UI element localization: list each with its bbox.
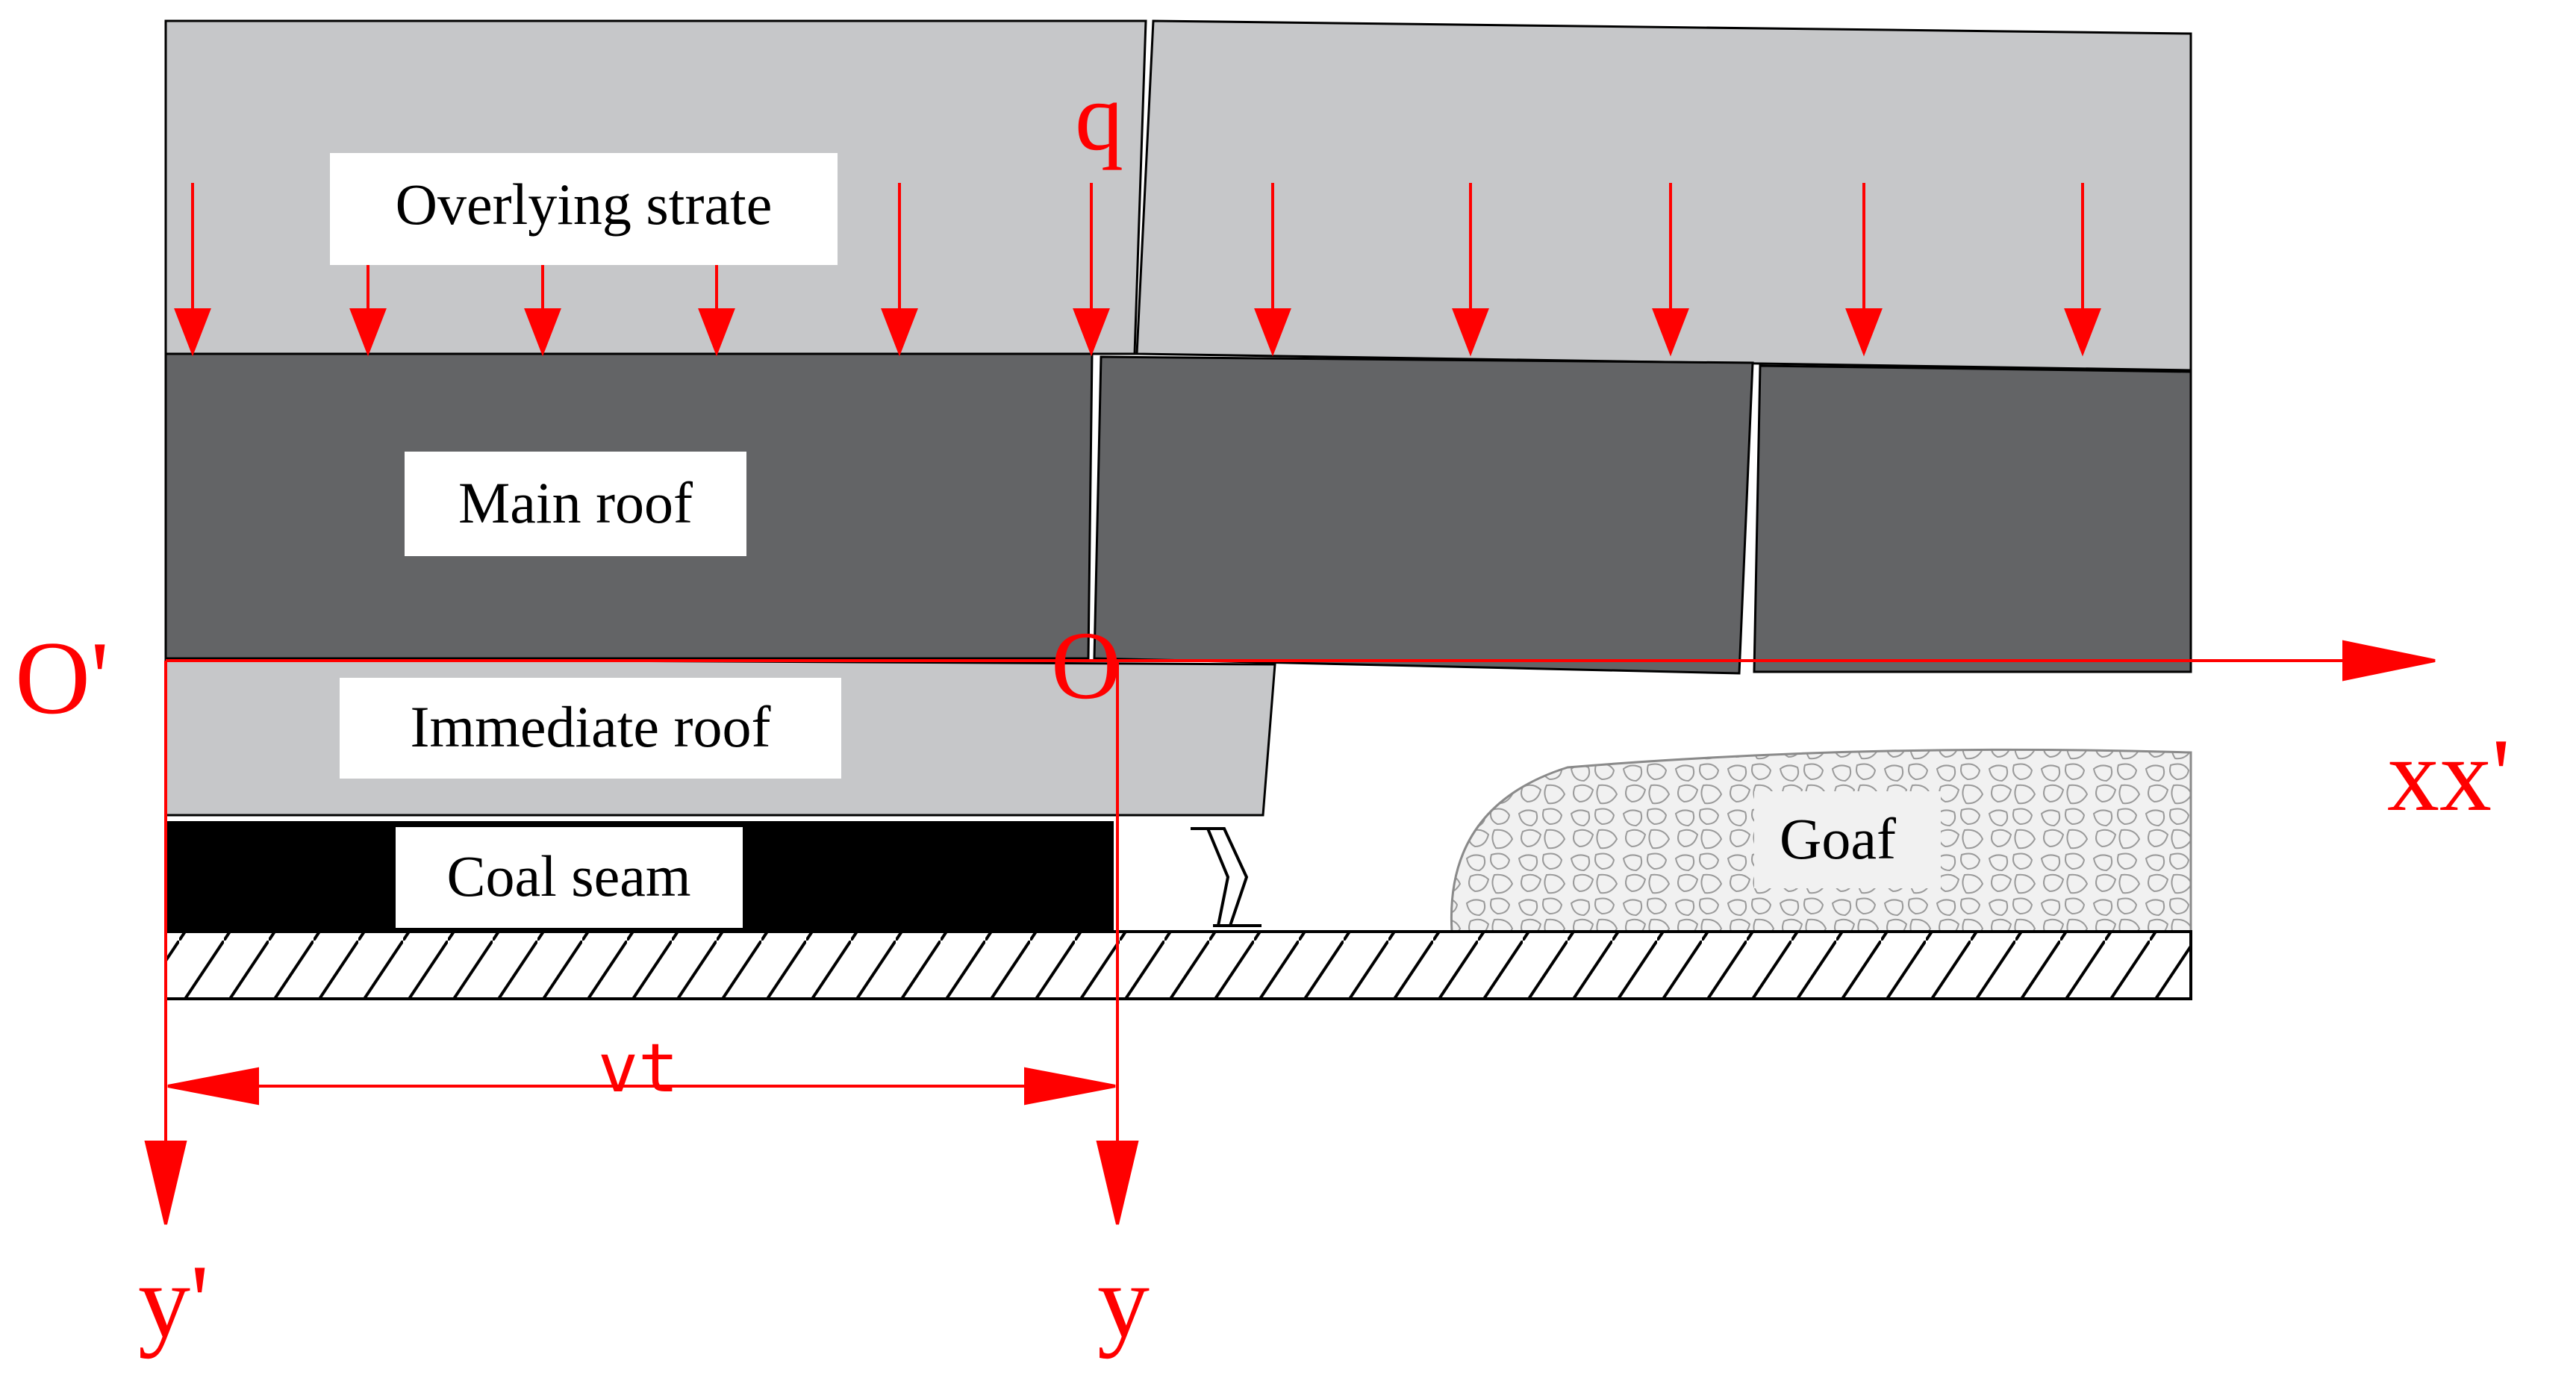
y-axis-arrowhead bbox=[1096, 1141, 1139, 1225]
vt-left-arrowhead bbox=[167, 1067, 259, 1106]
load-arrow bbox=[174, 183, 211, 357]
coordinate-axes bbox=[144, 640, 2436, 1225]
load-arrow bbox=[1452, 183, 1489, 357]
label-overlying-text: Overlying strate bbox=[396, 172, 773, 237]
y-prime-axis-label: y' bbox=[138, 1244, 209, 1359]
x-axis-label: xx' bbox=[2387, 717, 2510, 833]
main-roof-block-2 bbox=[1093, 355, 1754, 675]
y-prime-axis-arrowhead bbox=[144, 1141, 187, 1225]
load-arrow bbox=[881, 183, 918, 357]
load-arrow bbox=[1652, 183, 1689, 357]
load-arrow bbox=[349, 265, 387, 357]
label-immediate-roof: Immediate roof bbox=[340, 678, 841, 779]
origin-o-prime-label: O' bbox=[15, 620, 109, 736]
y-axis-label: y bbox=[1097, 1244, 1150, 1359]
vt-right-arrowhead bbox=[1024, 1067, 1116, 1106]
main-roof-block-3 bbox=[1753, 364, 2192, 673]
load-arrow bbox=[2064, 183, 2101, 357]
load-arrow bbox=[524, 265, 561, 357]
load-arrow bbox=[1254, 183, 1291, 357]
load-arrow bbox=[1845, 183, 1883, 357]
label-overlying: Overlying strate bbox=[330, 153, 838, 265]
label-goaf-text: Goaf bbox=[1780, 806, 1896, 871]
label-main-roof-text: Main roof bbox=[458, 470, 693, 535]
x-axis-arrowhead bbox=[2342, 640, 2436, 682]
overlying-block-right bbox=[1135, 19, 2192, 372]
load-arrow bbox=[698, 265, 735, 357]
label-goaf: Goaf bbox=[1754, 791, 1941, 888]
label-main-roof: Main roof bbox=[405, 452, 746, 556]
load-q-label: q bbox=[1075, 63, 1123, 171]
load-arrows bbox=[174, 183, 2101, 357]
label-coal-seam-text: Coal seam bbox=[446, 844, 690, 908]
hydraulic-support-icon bbox=[1191, 827, 1262, 927]
origin-o-label: O bbox=[1051, 612, 1121, 720]
label-immediate-roof-text: Immediate roof bbox=[411, 694, 771, 759]
floor-strata bbox=[164, 930, 2192, 1000]
label-coal-seam: Coal seam bbox=[396, 827, 743, 928]
load-arrow bbox=[1073, 183, 1110, 357]
vt-label: vt bbox=[598, 1029, 679, 1108]
